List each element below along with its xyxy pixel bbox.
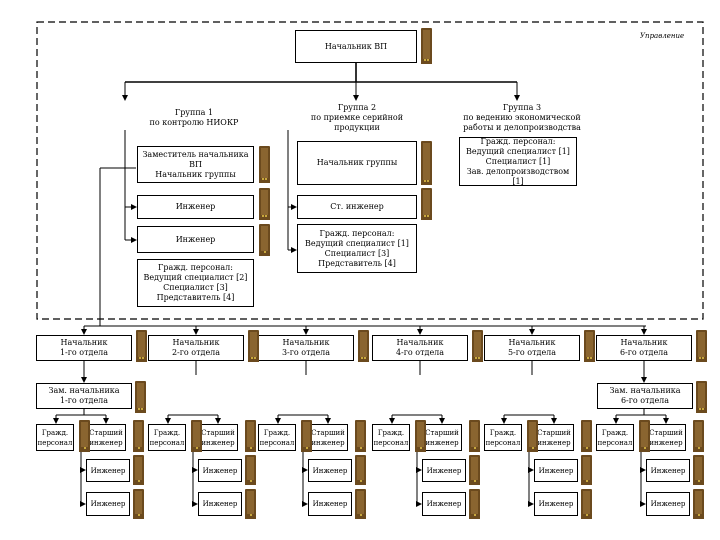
epaulet-icon	[245, 489, 256, 519]
epaulet-icon	[355, 455, 366, 485]
group-3-title: Группа 3 по ведению экономической работы…	[463, 103, 581, 132]
dept-2-engineer-b-box[interactable]: Инженер	[198, 492, 242, 516]
epaulet-icon	[469, 420, 480, 452]
group-3-civil-box[interactable]: Гражд. персонал: Ведущий специалист [1] …	[459, 137, 577, 186]
epaulet-icon	[584, 330, 595, 362]
epaulet-icon	[693, 489, 704, 519]
dept-6-deputy-box[interactable]: Зам. начальника 6-го отдела	[597, 383, 693, 409]
dept-1-senior-box[interactable]: Старший инженер	[86, 424, 126, 451]
epaulet-icon	[693, 455, 704, 485]
dept-6-senior-box[interactable]: Старший инженер	[646, 424, 686, 451]
dept-5-civil-box[interactable]: Гражд. персонал	[484, 424, 522, 451]
epaulet-icon	[133, 489, 144, 519]
epaulet-icon	[301, 420, 312, 452]
epaulet-icon	[581, 489, 592, 519]
group-2-civil-box[interactable]: Гражд. персонал: Ведущий специалист [1] …	[297, 224, 417, 273]
dept-4-senior-box[interactable]: Старший инженер	[422, 424, 462, 451]
management-label: Управление	[640, 32, 685, 40]
dept-5-engineer-b-box[interactable]: Инженер	[534, 492, 578, 516]
epaulet-icon	[79, 420, 90, 452]
epaulet-icon	[472, 330, 483, 362]
epaulet-icon	[133, 420, 144, 452]
epaulet-icon	[696, 330, 707, 362]
dept-5-engineer-a-box[interactable]: Инженер	[534, 459, 578, 482]
dept-2-civil-box[interactable]: Гражд. персонал	[148, 424, 186, 451]
dept-1-engineer-a-box[interactable]: Инженер	[86, 459, 130, 482]
dept-4-head-box[interactable]: Начальник 4-го отдела	[372, 335, 468, 361]
epaulet-icon	[421, 188, 432, 220]
group-1-engineer-a-box[interactable]: Инженер	[137, 195, 254, 219]
dept-3-civil-box[interactable]: Гражд. персонал	[258, 424, 296, 451]
epaulet-icon	[259, 224, 270, 256]
group-2-title: Группа 2 по приемке серийной продукции	[310, 103, 404, 132]
epaulet-icon	[469, 489, 480, 519]
epaulet-icon	[133, 455, 144, 485]
epaulet-icon	[248, 330, 259, 362]
dept-1-deputy-box[interactable]: Зам. начальника 1-го отдела	[36, 383, 132, 409]
dept-6-civil-box[interactable]: Гражд. персонал	[596, 424, 634, 451]
epaulet-icon	[581, 455, 592, 485]
epaulet-icon	[135, 381, 146, 413]
epaulet-icon	[693, 420, 704, 452]
dept-5-head-box[interactable]: Начальник 5-го отдела	[484, 335, 580, 361]
dept-5-senior-box[interactable]: Старший инженер	[534, 424, 574, 451]
dept-3-engineer-b-box[interactable]: Инженер	[308, 492, 352, 516]
dept-4-engineer-a-box[interactable]: Инженер	[422, 459, 466, 482]
group-2-head-box[interactable]: Начальник группы	[297, 141, 417, 185]
dept-1-engineer-b-box[interactable]: Инженер	[86, 492, 130, 516]
dept-2-engineer-a-box[interactable]: Инженер	[198, 459, 242, 482]
dept-6-engineer-b-box[interactable]: Инженер	[646, 492, 690, 516]
epaulet-icon	[355, 489, 366, 519]
epaulet-icon	[191, 420, 202, 452]
epaulet-icon	[421, 141, 432, 185]
epaulet-icon	[581, 420, 592, 452]
dept-6-head-box[interactable]: Начальник 6-го отдела	[596, 335, 692, 361]
dept-2-head-box[interactable]: Начальник 2-го отдела	[148, 335, 244, 361]
vp-head-box[interactable]: Начальник ВП	[295, 30, 417, 63]
dept-3-engineer-a-box[interactable]: Инженер	[308, 459, 352, 482]
epaulet-icon	[639, 420, 650, 452]
group-1-civil-box[interactable]: Гражд. персонал: Ведущий специалист [2] …	[137, 259, 254, 307]
dept-3-senior-box[interactable]: Старший инженер	[308, 424, 348, 451]
epaulet-icon	[527, 420, 538, 452]
epaulet-icon	[415, 420, 426, 452]
dept-4-civil-box[interactable]: Гражд. персонал	[372, 424, 410, 451]
dept-6-engineer-a-box[interactable]: Инженер	[646, 459, 690, 482]
epaulet-icon	[136, 330, 147, 362]
epaulet-icon	[245, 420, 256, 452]
group-1-deputy-box[interactable]: Заместитель начальника ВП Начальник груп…	[137, 146, 254, 183]
epaulet-icon	[355, 420, 366, 452]
management-frame	[36, 21, 704, 320]
dept-2-senior-box[interactable]: Старший инженер	[198, 424, 238, 451]
epaulet-icon	[696, 381, 707, 413]
epaulet-icon	[259, 146, 270, 183]
epaulet-icon	[358, 330, 369, 362]
dept-1-civil-box[interactable]: Гражд. персонал	[36, 424, 74, 451]
dept-1-head-box[interactable]: Начальник 1-го отдела	[36, 335, 132, 361]
group-1-engineer-b-box[interactable]: Инженер	[137, 226, 254, 253]
dept-3-head-box[interactable]: Начальник 3-го отдела	[258, 335, 354, 361]
epaulet-icon	[421, 28, 432, 64]
epaulet-icon	[245, 455, 256, 485]
group-2-senior-engineer-box[interactable]: Ст. инженер	[297, 195, 417, 219]
epaulet-icon	[469, 455, 480, 485]
group-1-title: Группа 1 по контролю НИОКР	[149, 108, 239, 127]
epaulet-icon	[259, 188, 270, 220]
dept-4-engineer-b-box[interactable]: Инженер	[422, 492, 466, 516]
